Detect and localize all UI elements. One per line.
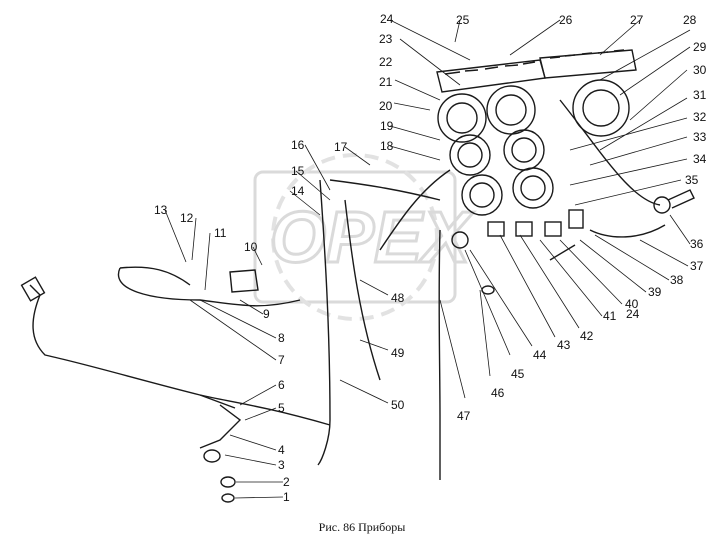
callout-40: 40 (625, 297, 639, 311)
callout-37: 37 (690, 259, 704, 273)
callout-7: 7 (278, 353, 285, 367)
callout-30: 30 (693, 63, 707, 77)
callout-6: 6 (278, 378, 285, 392)
callout-42: 42 (580, 329, 594, 343)
callout-48: 48 (391, 291, 405, 305)
callout-labels: 1 2 3 4 5 6 7 8 9 10 11 12 13 14 15 16 1… (154, 12, 707, 504)
callout-46: 46 (491, 386, 505, 400)
watermark-logo: OPEX (253, 153, 476, 321)
callout-23: 23 (379, 32, 393, 46)
callout-31: 31 (693, 88, 707, 102)
callout-29: 29 (693, 40, 707, 54)
callout-1: 1 (283, 490, 290, 504)
watermark-text: OPEX (270, 198, 474, 278)
callout-19: 19 (380, 119, 394, 133)
callout-14: 14 (291, 184, 305, 198)
callout-2: 2 (283, 475, 290, 489)
callout-20: 20 (379, 99, 393, 113)
callout-5: 5 (278, 401, 285, 415)
callout-22: 22 (379, 55, 393, 69)
callout-15: 15 (291, 164, 305, 178)
callout-34: 34 (693, 152, 707, 166)
callout-3: 3 (278, 458, 285, 472)
callout-16: 16 (291, 138, 305, 152)
callout-33: 33 (693, 130, 707, 144)
callout-8: 8 (278, 331, 285, 345)
callout-4: 4 (278, 443, 285, 457)
callout-21: 21 (379, 75, 393, 89)
callout-24: 24 (380, 12, 394, 26)
callout-25: 25 (456, 13, 470, 27)
callout-35: 35 (685, 173, 699, 187)
callout-50: 50 (391, 398, 405, 412)
callout-45: 45 (511, 367, 525, 381)
callout-18: 18 (380, 139, 394, 153)
callout-28: 28 (683, 13, 697, 27)
callout-24-lower: 24 (626, 307, 640, 321)
callout-17: 17 (334, 140, 348, 154)
callout-10: 10 (244, 240, 258, 254)
wiring-drawing (20, 19, 695, 503)
callout-27: 27 (630, 13, 644, 27)
figure-caption: Рис. 86 Приборы (318, 520, 406, 534)
callout-39: 39 (648, 285, 662, 299)
callout-47: 47 (457, 409, 471, 423)
callout-41: 41 (603, 309, 617, 323)
callout-49: 49 (391, 346, 405, 360)
callout-32: 32 (693, 110, 707, 124)
callout-44: 44 (533, 348, 547, 362)
callout-9: 9 (263, 307, 270, 321)
callout-13: 13 (154, 203, 168, 217)
callout-12: 12 (180, 211, 194, 225)
callout-43: 43 (557, 338, 571, 352)
callout-36: 36 (690, 237, 704, 251)
callout-11: 11 (214, 226, 227, 240)
callout-26: 26 (559, 13, 573, 27)
callout-38: 38 (670, 273, 684, 287)
